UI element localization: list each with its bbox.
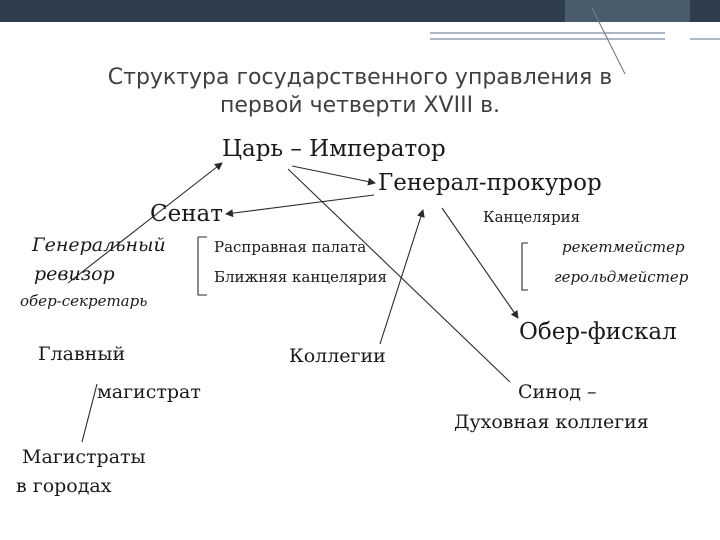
decor-diagonal-line bbox=[591, 7, 626, 75]
node-synod-line1: Синод – bbox=[518, 381, 597, 403]
node-synod-line2: Духовная коллегия bbox=[454, 411, 649, 433]
node-magistrat: магистрат bbox=[97, 381, 201, 403]
title-line-1: Структура государственного управления в bbox=[107, 65, 613, 90]
node-magistraty-line2: в городах bbox=[16, 475, 112, 497]
header-bar bbox=[0, 0, 565, 22]
node-raspravnaya-palata: Расправная палата bbox=[214, 238, 367, 256]
arrow-procurator-to-senate bbox=[225, 194, 375, 218]
line-tsar-to-synod bbox=[287, 168, 511, 383]
accent-line-bottom bbox=[430, 38, 665, 40]
header-bar-end bbox=[690, 0, 720, 22]
node-magistraty-line1: Магистраты bbox=[22, 446, 146, 468]
bracket-senate-institutions bbox=[197, 236, 207, 296]
arrow-fiscal-to-chancellery bbox=[441, 207, 519, 319]
node-glavny: Главный bbox=[38, 343, 126, 365]
arrow-collegia-to-procurator bbox=[379, 209, 425, 345]
bracket-chancellery-officials bbox=[521, 242, 528, 291]
node-ober-secretary: обер-секретарь bbox=[20, 292, 148, 310]
arrow-revisor-to-tsar bbox=[67, 162, 223, 284]
arrow-procurator-to-tsar bbox=[291, 165, 376, 186]
node-general-revisor-line1: Генеральный bbox=[32, 234, 166, 256]
node-collegia: Коллегии bbox=[289, 345, 386, 367]
node-chancellery: Канцелярия bbox=[483, 208, 581, 226]
node-general-procurator: Генерал-прокурор bbox=[378, 170, 602, 196]
arrow-magistrat-to-magistraty bbox=[81, 383, 98, 443]
node-ober-fiscal: Обер-фискал bbox=[519, 319, 677, 345]
node-senate: Сенат bbox=[150, 201, 223, 227]
accent-line-top bbox=[430, 32, 665, 34]
node-general-revisor-line2: ревизор bbox=[34, 263, 115, 285]
node-tsar: Царь – Император bbox=[222, 136, 446, 162]
node-geroldmeister: герольдмейстер bbox=[554, 268, 689, 286]
node-reketmeister: рекетмейстер bbox=[562, 238, 685, 256]
node-blizhnyaya-kantselyariya: Ближняя канцелярия bbox=[214, 268, 387, 286]
accent-line-end bbox=[690, 38, 720, 40]
title-line-2: первой четверти XVIII в. bbox=[219, 93, 501, 118]
